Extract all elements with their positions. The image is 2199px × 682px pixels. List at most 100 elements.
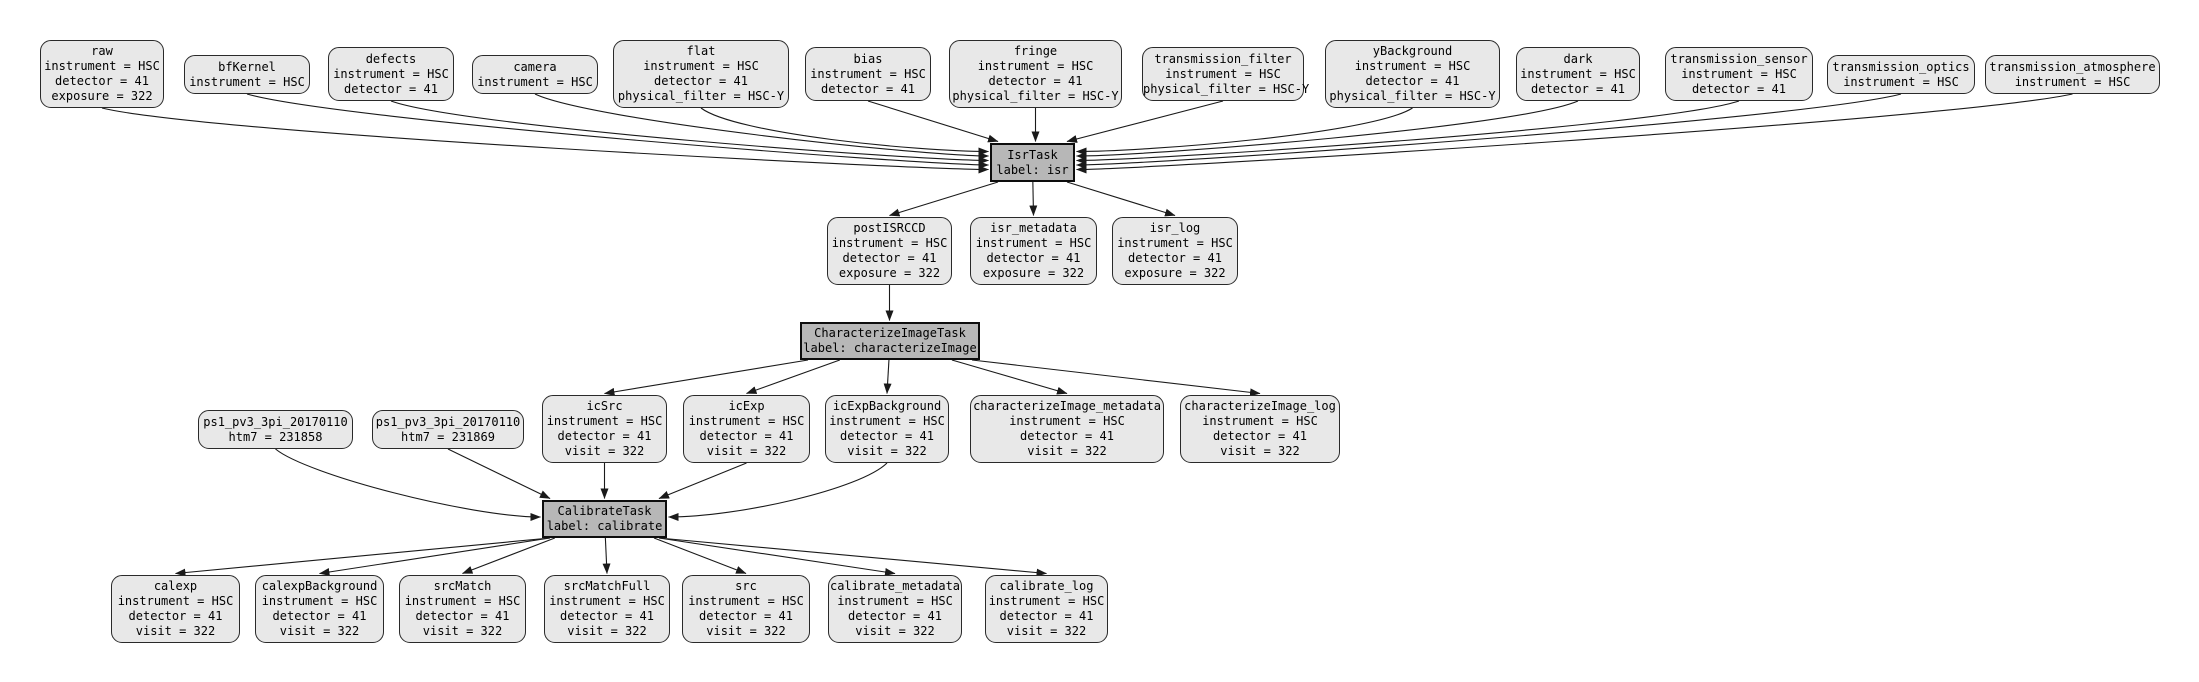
edge-isr-isr_metadata bbox=[1029, 181, 1038, 216]
dataset-title: raw bbox=[91, 44, 113, 58]
dataset-title: defects bbox=[365, 51, 417, 66]
node-attr: visit = 322 bbox=[847, 444, 927, 458]
node-attr: instrument = HSC bbox=[546, 414, 663, 428]
dataset-title: icExpBackground bbox=[832, 399, 942, 413]
node-attr: visit = 322 bbox=[422, 624, 503, 638]
dataset-title: characterizeImage_metadata bbox=[973, 399, 1161, 413]
dataset-title: calibrate_log bbox=[999, 579, 1094, 593]
edge-calibrate-calibrate_metadata bbox=[658, 537, 896, 576]
edge-icExp-calibrate bbox=[658, 462, 747, 500]
node-attr: instrument = HSC bbox=[189, 74, 305, 89]
node-attr: physical_filter = HSC-Y bbox=[952, 89, 1119, 103]
node-attr: detector = 41 bbox=[999, 609, 1094, 623]
dataset-title: flat bbox=[686, 44, 716, 58]
node-attr: instrument = HSC bbox=[977, 59, 1094, 73]
node-attr: instrument = HSC bbox=[1354, 59, 1471, 73]
node-attr: detector = 41 bbox=[840, 429, 934, 443]
node-attr: instrument = HSC bbox=[404, 594, 521, 608]
edge-calibrate-calexp bbox=[175, 537, 551, 577]
dataset-title: bias bbox=[853, 51, 883, 66]
dataset-title: srcMatchFull bbox=[563, 579, 651, 593]
node-attr: instrument = HSC bbox=[1117, 236, 1233, 250]
node-attr: exposure = 322 bbox=[838, 266, 941, 280]
node-attr: detector = 41 bbox=[842, 251, 937, 265]
node-attr: visit = 322 bbox=[1006, 624, 1087, 638]
node-attr: instrument = HSC bbox=[333, 66, 449, 81]
node-attr: instrument = HSC bbox=[1202, 414, 1318, 428]
node-attr: htm7 = 231869 bbox=[401, 429, 495, 444]
node-attr: label: isr bbox=[996, 162, 1069, 177]
dataset-title: src bbox=[735, 579, 757, 593]
node-attr: detector = 41 bbox=[699, 609, 793, 623]
node-attr: detector = 41 bbox=[1213, 429, 1307, 443]
node-attr: instrument = HSC bbox=[1165, 66, 1281, 81]
dataset-title: calexpBackground bbox=[261, 579, 378, 593]
node-attr: detector = 41 bbox=[1020, 429, 1114, 443]
node-attr: instrument = HSC bbox=[477, 74, 593, 89]
edge-bfKernel-isr bbox=[246, 93, 989, 169]
node-attr: instrument = HSC bbox=[829, 414, 945, 428]
dataset-title: icExp bbox=[728, 399, 765, 413]
edge-transmission_optics-isr bbox=[1076, 93, 1902, 169]
edge-defects-isr bbox=[390, 100, 989, 165]
node-attr: instrument = HSC bbox=[549, 594, 665, 608]
edge-transmission_sensor-isr bbox=[1076, 100, 1740, 165]
task-title: IsrTask bbox=[1007, 147, 1058, 162]
node-attr: detector = 41 bbox=[560, 609, 654, 623]
dataset-title: yBackground bbox=[1372, 44, 1453, 58]
edge-calibrate-calibrate_log bbox=[658, 537, 1047, 577]
node-attr: detector = 41 bbox=[557, 429, 652, 443]
node-attr: detector = 41 bbox=[344, 81, 438, 96]
node-attr: instrument = HSC bbox=[688, 414, 805, 428]
node-attr: physical_filter = HSC-Y bbox=[1329, 89, 1496, 103]
task-title: CharacterizeImageTask bbox=[814, 326, 966, 340]
dataset-title: transmission_filter bbox=[1154, 51, 1292, 66]
edge-calibrate-calexpBackground bbox=[319, 537, 551, 576]
node-attr: htm7 = 231858 bbox=[228, 429, 323, 444]
node-attr: instrument = HSC bbox=[810, 66, 926, 81]
node-attr: visit = 322 bbox=[1027, 444, 1107, 458]
edge-calibrate-srcMatch bbox=[462, 537, 555, 575]
dataset-title: calexp bbox=[153, 579, 198, 593]
dataset-title: fringe bbox=[1013, 44, 1058, 58]
node-attr: detector = 41 bbox=[415, 609, 510, 623]
node-attr: instrument = HSC bbox=[688, 594, 804, 608]
dataset-title: characterizeImage_log bbox=[1184, 399, 1336, 413]
node-attr: detector = 41 bbox=[848, 609, 942, 623]
node-attr: detector = 41 bbox=[986, 251, 1081, 265]
node-attr: instrument = HSC bbox=[831, 236, 948, 250]
node-attr: label: characterizeImage bbox=[803, 341, 977, 355]
node-attr: instrument = HSC bbox=[837, 594, 953, 608]
dataset-title: camera bbox=[513, 59, 557, 74]
node-attr: visit = 322 bbox=[135, 624, 216, 638]
node-attr: visit = 322 bbox=[1220, 444, 1300, 458]
dataset-title: icSrc bbox=[586, 399, 623, 413]
node-attr: visit = 322 bbox=[567, 624, 647, 638]
dataset-title: calibrate_metadata bbox=[829, 579, 961, 593]
node-attr: detector = 41 bbox=[1531, 81, 1625, 96]
node-attr: exposure = 322 bbox=[1124, 266, 1226, 280]
